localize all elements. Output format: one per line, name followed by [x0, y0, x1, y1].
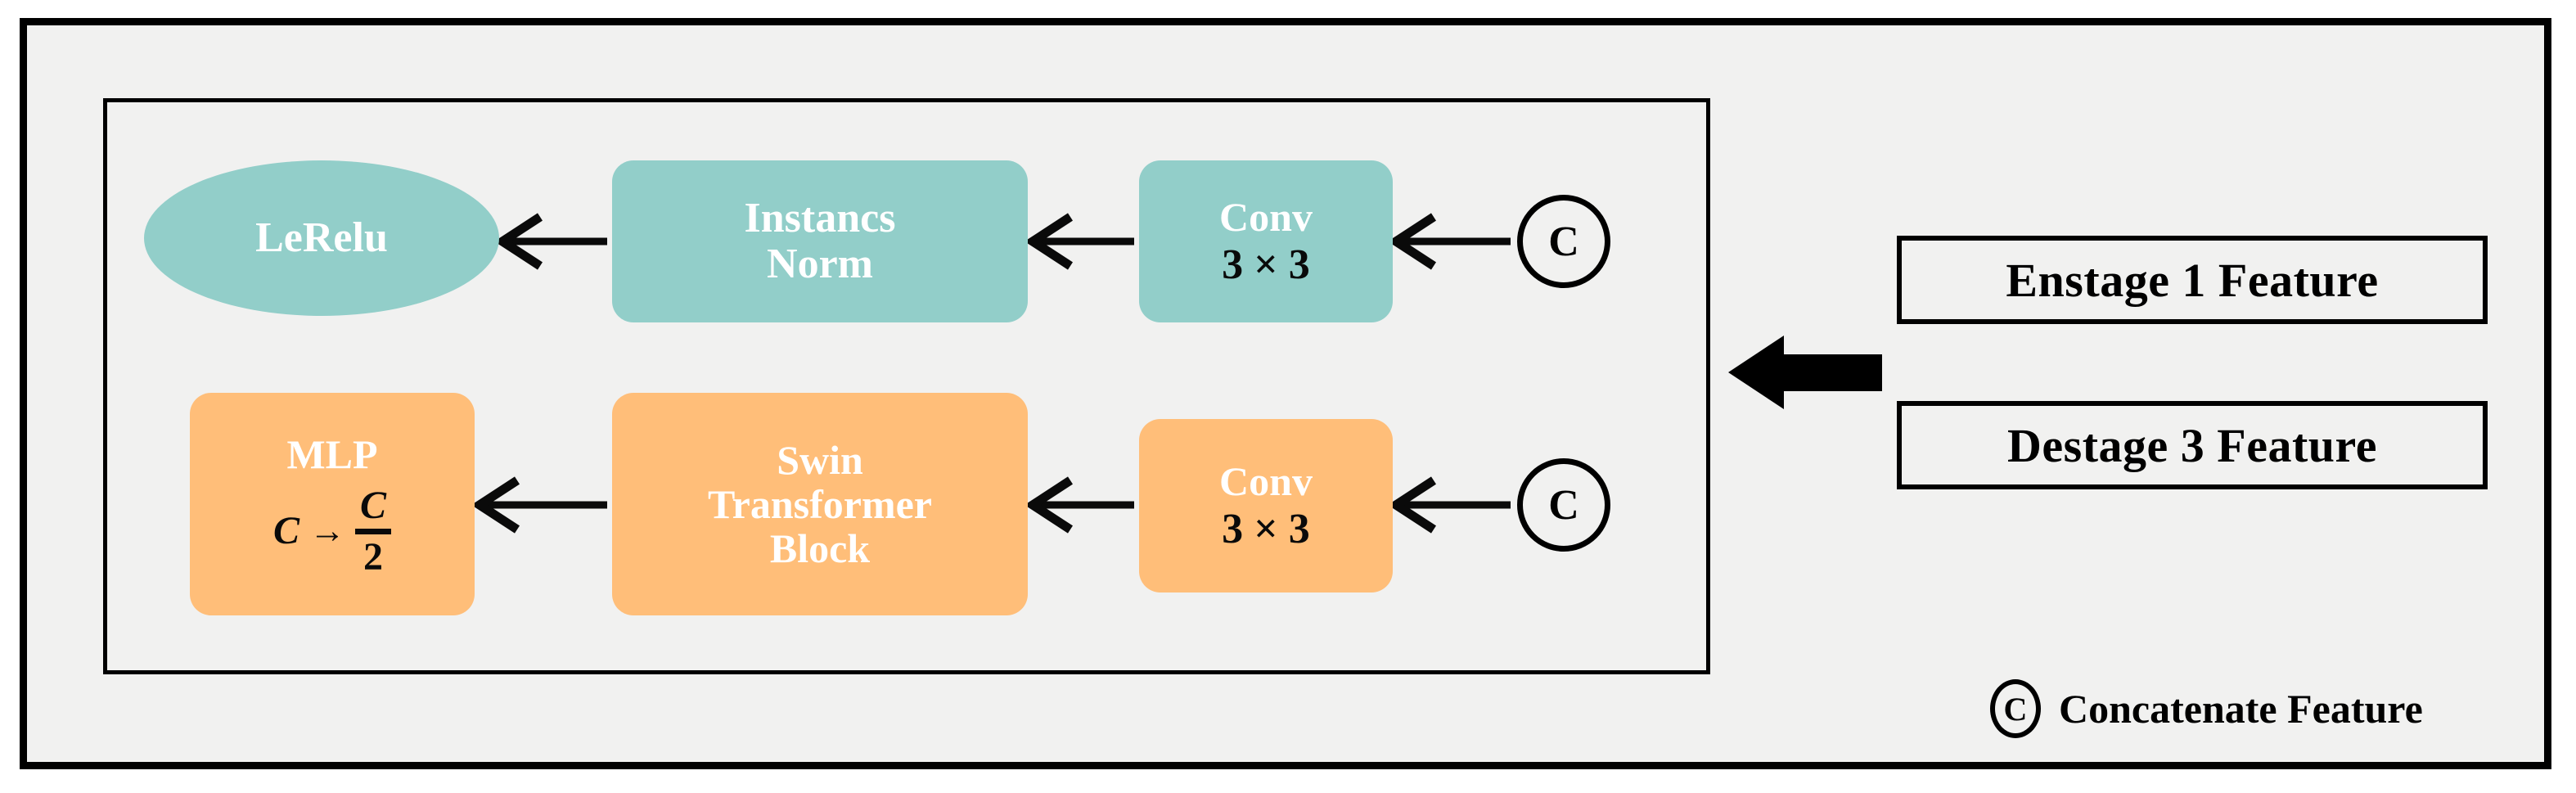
- node-swin-line3: Block: [769, 525, 871, 571]
- mlp-formula-arrow-icon: →: [309, 511, 345, 552]
- mlp-formula-numerator: C: [360, 483, 387, 527]
- node-conv-top-kernel: 3 × 3: [1222, 241, 1310, 288]
- concat-node-bottom[interactable]: C: [1517, 458, 1610, 552]
- node-lerelu-label: LeRelu: [255, 214, 388, 261]
- node-conv-top[interactable]: Conv 3 × 3: [1139, 160, 1393, 322]
- node-lerelu[interactable]: LeRelu: [144, 160, 499, 316]
- mlp-formula-fraction: C 2: [355, 483, 392, 579]
- mlp-formula-input: C: [272, 509, 299, 553]
- legend-concat-icon: C: [1990, 679, 2041, 738]
- node-swin-line2: Transformer: [708, 481, 932, 527]
- input-feature-enstage1-label: Enstage 1 Feature: [2006, 253, 2379, 307]
- node-swin-transformer-block[interactable]: Swin Transformer Block: [612, 393, 1028, 615]
- mlp-formula-denominator: 2: [363, 534, 383, 579]
- node-instance-norm-line2: Norm: [767, 241, 873, 287]
- node-conv-bottom-kernel: 3 × 3: [1222, 505, 1310, 552]
- legend-concat-label: Concatenate Feature: [2059, 686, 2423, 732]
- node-mlp-title: MLP: [286, 430, 378, 477]
- legend: C Concatenate Feature: [1990, 679, 2423, 738]
- concat-node-top-symbol: C: [1548, 218, 1579, 265]
- node-conv-bottom[interactable]: Conv 3 × 3: [1139, 419, 1393, 592]
- concat-node-top[interactable]: C: [1517, 195, 1610, 288]
- node-instance-norm[interactable]: Instancs Norm: [612, 160, 1028, 322]
- mlp-formula-fraction-bar: [355, 528, 392, 534]
- node-mlp[interactable]: MLP C → C 2: [190, 393, 475, 615]
- input-feature-enstage1[interactable]: Enstage 1 Feature: [1897, 236, 2488, 324]
- concat-node-bottom-symbol: C: [1548, 481, 1579, 529]
- node-instance-norm-line1: Instancs: [744, 194, 896, 241]
- node-mlp-formula: C → C 2: [272, 483, 392, 579]
- node-swin-line1: Swin: [777, 437, 863, 483]
- node-conv-top-title: Conv: [1219, 193, 1313, 240]
- input-feature-destage3-label: Destage 3 Feature: [2007, 418, 2377, 472]
- input-feature-destage3[interactable]: Destage 3 Feature: [1897, 401, 2488, 489]
- legend-concat-symbol: C: [2003, 690, 2028, 728]
- node-conv-bottom-title: Conv: [1219, 457, 1313, 504]
